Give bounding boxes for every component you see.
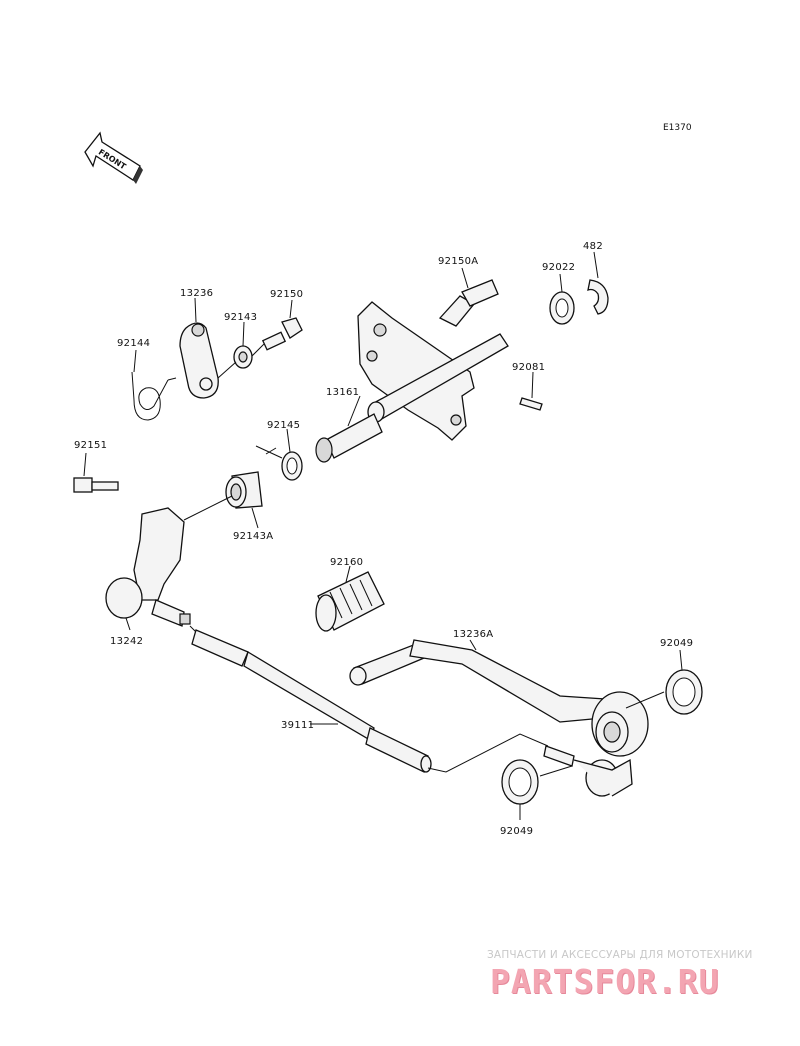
collar-92143A-drawing [225, 471, 263, 509]
part-label-13236A: 13236A [453, 629, 493, 640]
rod-39111-drawing [191, 629, 432, 773]
ball-joint-drawing [543, 745, 633, 797]
part-label-92145: 92145 [267, 420, 300, 431]
watermark-logo: PARTSFOR.RU [490, 962, 720, 1001]
part-label-92022: 92022 [542, 262, 575, 273]
seal-92049-top-drawing [665, 669, 703, 715]
pin-92081-drawing [519, 397, 543, 411]
part-label-92150: 92150 [270, 289, 303, 300]
part-label-92049-top: 92049 [660, 638, 693, 649]
lever-13242-drawing [105, 507, 191, 627]
leader-lines [83, 251, 683, 820]
part-label-13236: 13236 [180, 288, 213, 299]
part-label-92150A: 92150A [438, 256, 478, 267]
diagram-code: E1370 [663, 123, 692, 133]
spring-92144-drawing [131, 371, 177, 421]
spring-92145-drawing [255, 445, 303, 481]
part-label-92143: 92143 [224, 312, 257, 323]
part-label-92151: 92151 [74, 440, 107, 451]
shift-arm-13236-drawing [179, 322, 219, 399]
seal-92049-bottom-drawing [501, 759, 539, 805]
rubber-92160-drawing [315, 571, 385, 632]
bolt-92150A-drawing [438, 279, 499, 327]
circlip-482-drawing [587, 279, 609, 315]
part-label-482: 482 [583, 241, 603, 252]
shift-shaft-13161-drawing [315, 301, 509, 463]
part-label-92144: 92144 [117, 338, 150, 349]
bolt-92150-drawing [261, 317, 303, 351]
part-label-39111: 39111 [281, 720, 314, 731]
watermark-tagline: ЗАПЧАСТИ И АКСЕССУАРЫ ДЛЯ МОТОТЕХНИКИ [487, 949, 753, 961]
part-label-92049-bottom: 92049 [500, 826, 533, 837]
front-arrow-icon: FRONT [84, 131, 143, 184]
part-label-92143A: 92143A [233, 531, 273, 542]
part-label-13161: 13161 [326, 387, 359, 398]
part-label-13242: 13242 [110, 636, 143, 647]
part-label-92160: 92160 [330, 557, 363, 568]
pedal-13236A-drawing [349, 639, 649, 757]
washer-92022-drawing [549, 291, 575, 325]
collar-92143-drawing [233, 345, 253, 369]
part-label-92081: 92081 [512, 362, 545, 373]
bolt-92151-drawing [73, 477, 119, 493]
